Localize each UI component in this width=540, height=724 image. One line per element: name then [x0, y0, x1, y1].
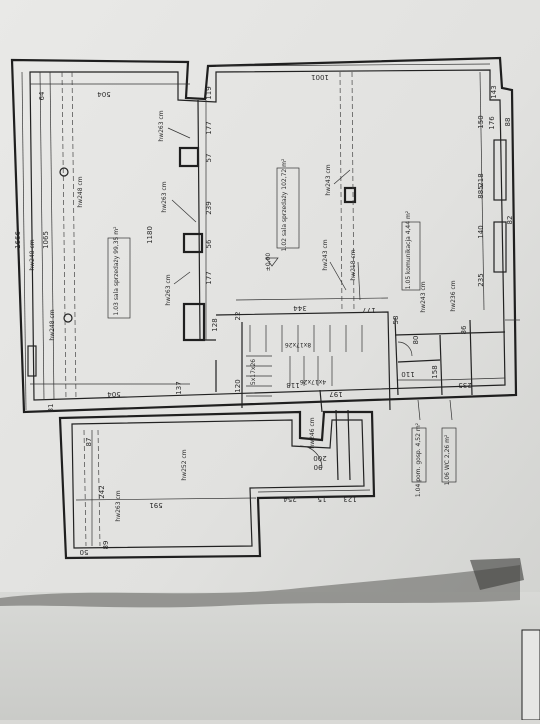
dimension-d177a: 177 [205, 121, 213, 134]
dimension-d64: 64 [38, 91, 46, 100]
door-swing-small [397, 341, 413, 357]
dimension-d235b: 235 [458, 381, 471, 389]
label-hw9: hw243 cm [420, 281, 427, 312]
dimension-d128: 128 [211, 318, 219, 331]
dimension-d218: 218 [477, 173, 485, 186]
dimension-d80: 80 [412, 336, 420, 345]
dimension-d177b: 177 [205, 271, 213, 284]
dimension-d242: 242 [98, 485, 106, 498]
dimension-d88: 88 [504, 118, 512, 127]
interior-walls [197, 99, 506, 481]
marker-circle-top [59, 167, 69, 177]
label-room4: 1.04 pom. gosp. 4,52 m² [415, 422, 422, 497]
facade-windows [27, 71, 507, 401]
label-hw10: hw236 cm [450, 280, 457, 311]
dimension-d197: 197 [329, 390, 342, 398]
dimension-d118: 118 [286, 381, 299, 389]
dimension-d56: 56 [205, 239, 213, 248]
label-room3: 1.05 komunikacja 4,44 m² [405, 210, 412, 289]
dimension-d58: 58 [392, 316, 400, 325]
dimension-d120: 120 [234, 379, 242, 392]
dimension-d1001: 1001 [311, 73, 329, 81]
dimension-d158: 158 [431, 365, 439, 378]
columns [178, 146, 357, 342]
label-stairs1: 8x17x26 [285, 341, 311, 348]
dimension-d119: 119 [205, 86, 213, 99]
dimension-d200: 200 [313, 454, 326, 462]
dimension-d90: 90 [314, 463, 323, 471]
dimension-d50: 50 [80, 548, 89, 556]
dimension-d591: 591 [149, 501, 162, 509]
label-hw6: hw252 cm [181, 449, 188, 480]
dimension-d140: 140 [477, 225, 485, 238]
label-hw3: hw263 cm [165, 274, 172, 305]
door-swing [299, 445, 323, 469]
label-hw4: hw243 cm [325, 164, 332, 195]
label-hw1: hw263 cm [158, 110, 165, 141]
fold-shadow [0, 565, 520, 608]
label-room5: 1.06 WC 2,26 m² [444, 434, 451, 485]
dimension-d89: 89 [102, 541, 110, 550]
title-strip [521, 629, 540, 721]
marker-circle-bottom [63, 313, 73, 323]
dimension-d81: 81 [47, 404, 55, 413]
label-stairs3: 4x17x26 [300, 378, 326, 385]
dimension-d82: 82 [506, 216, 514, 225]
dimension-labels: 1001 504 504 64 1065 1666 81 1180 119 177 57 239 56 1… [14, 73, 514, 556]
leader-lines [167, 127, 453, 421]
label-hw5: hw243 cm [322, 239, 329, 270]
staircase [246, 325, 363, 397]
dimension-d137: 137 [175, 381, 183, 394]
outer-walls [10, 56, 518, 560]
label-hw7: hw248 cm [77, 176, 84, 207]
dimension-d86: 86 [460, 325, 468, 334]
dimension-d87: 87 [85, 438, 93, 447]
dimension-d885: 885 [477, 185, 485, 198]
label-room1: 1.03 sala sprzedaży 99,35 m² [113, 226, 120, 316]
dimension-d22: 22 [234, 312, 242, 321]
level-marker-icon [265, 257, 279, 267]
label-hw13: hw248 cm [29, 239, 36, 270]
label-hw2: hw263 cm [161, 181, 168, 212]
dimension-d123: 123 [343, 495, 356, 503]
room-label-boxes [107, 167, 457, 483]
dimension-d344: 344 [293, 304, 307, 312]
dimension-d504b: 504 [107, 390, 121, 398]
dimension-d110: 110 [401, 370, 414, 378]
fold-shadow-dark [470, 558, 524, 590]
dimension-d1065: 1065 [42, 231, 50, 249]
dimension-d239: 239 [205, 201, 213, 214]
dimension-d57: 57 [205, 154, 213, 163]
label-room2: 1.02 sala sprzedaży 102,72 m² [281, 158, 288, 251]
dimension-d504a: 504 [97, 90, 111, 98]
label-stairs2: 5x17x26 [250, 359, 257, 385]
paper-lower-fold [0, 592, 540, 720]
dimension-d150: 150 [477, 115, 485, 128]
dimension-d15: 15 [318, 495, 327, 503]
label-hw14: hw218 cm [350, 249, 357, 280]
dimension-d177c: 177 [362, 306, 375, 314]
dimension-d254: 254 [283, 495, 297, 503]
label-hw12: hw263 cm [115, 490, 122, 521]
label-lvl: ±0,00 [265, 253, 272, 272]
dimension-d176: 176 [488, 116, 496, 130]
dimension-lines [21, 63, 520, 546]
dimension-d1180: 1180 [146, 226, 154, 244]
dimension-d235a: 235 [477, 273, 485, 286]
label-hw8: hw248 cm [49, 309, 56, 340]
dimension-d143: 143 [490, 85, 498, 98]
label-hw11: hw246 cm [309, 417, 316, 448]
dashed-beams [61, 71, 355, 547]
dimension-d1666: 1666 [14, 231, 22, 249]
